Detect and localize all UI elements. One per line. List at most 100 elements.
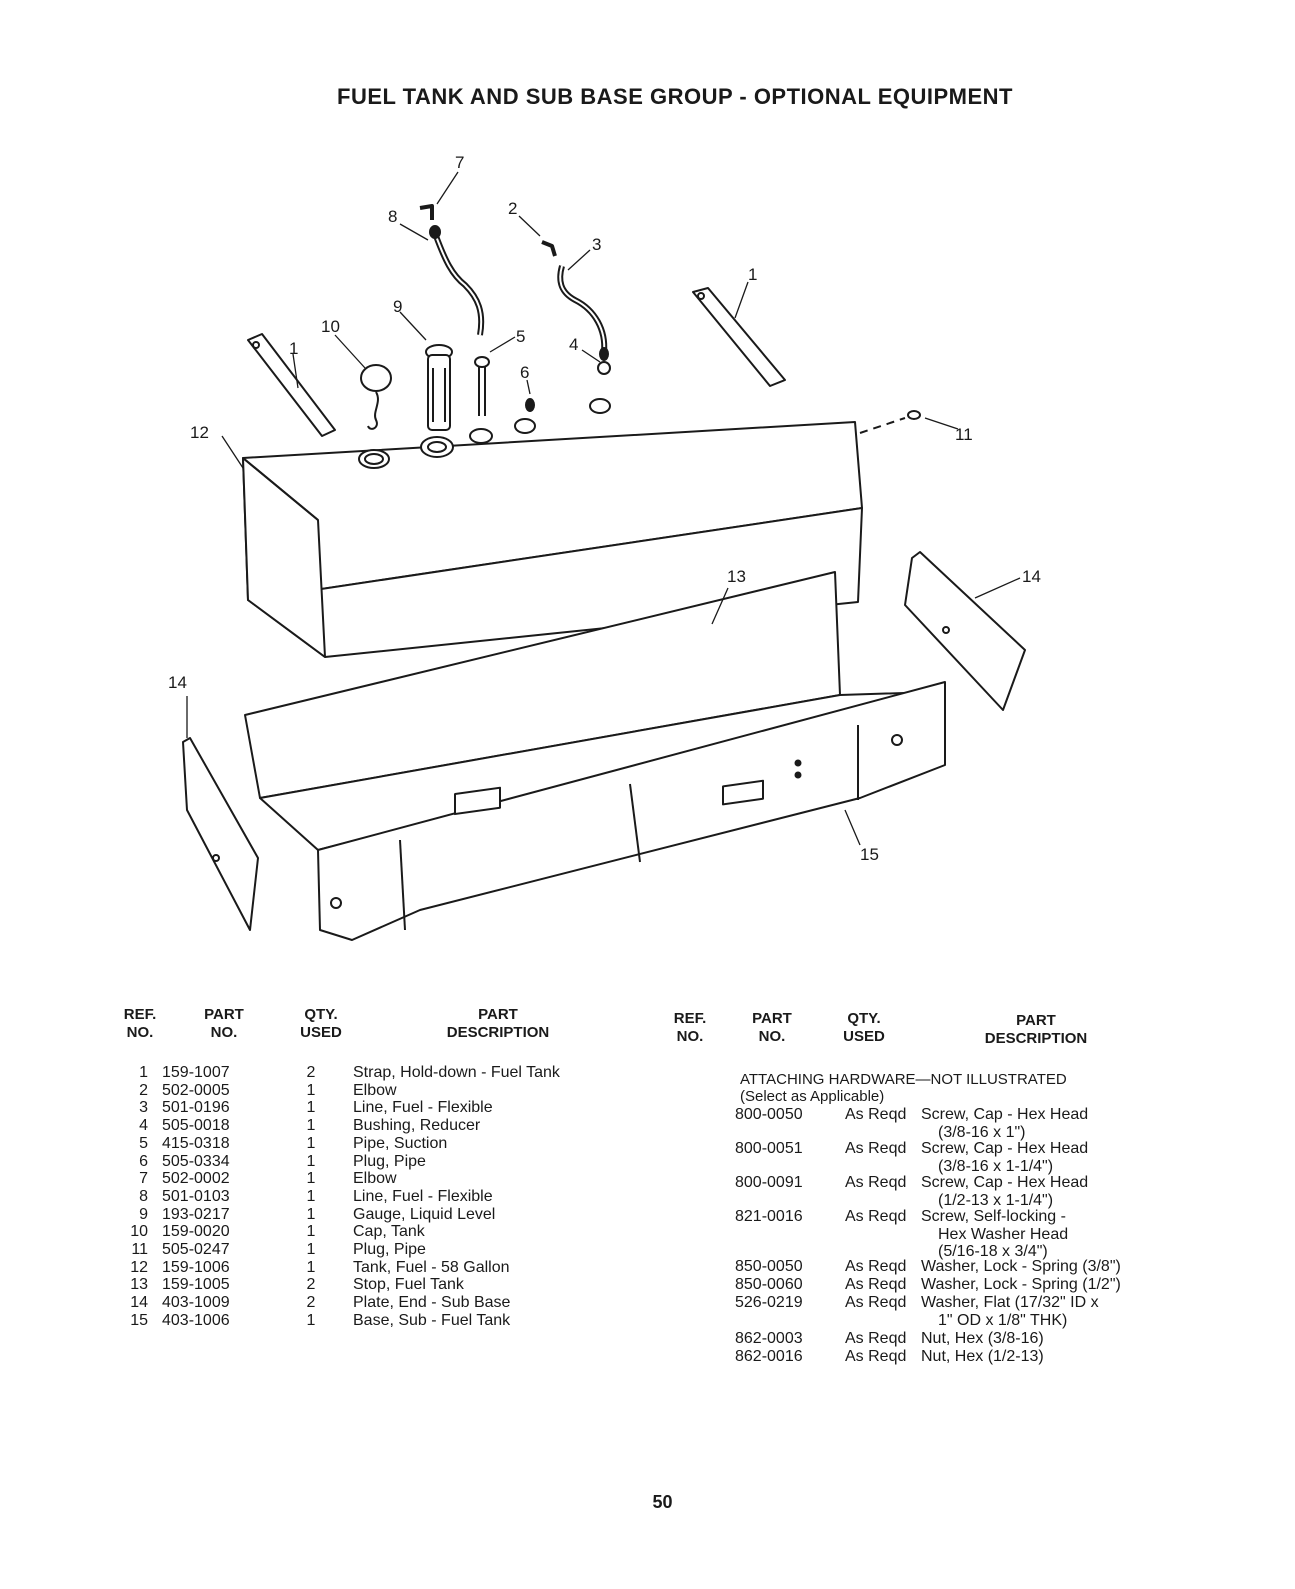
table-row: 850-0060 As Reqd Washer, Lock - Spring (1/…: [0, 1276, 1200, 1294]
right-header-qty: QTY. USED: [843, 1010, 885, 1045]
ref-no: 14: [130, 1294, 148, 1312]
tank-fittings: [358, 398, 611, 469]
qty-used: 1: [306, 1134, 316, 1152]
part-description: Screw, Cap - Hex Head: [921, 1174, 1089, 1191]
ref-no: 3: [139, 1099, 148, 1117]
qty-used: As Reqd: [845, 1276, 907, 1293]
callout-14-right: 14: [1022, 567, 1041, 586]
exploded-parts-diagram: 7 8 2 3 1 9 10 5 4 1 6 12 11 13 14 14 15: [168, 153, 1041, 941]
callout-11: 11: [955, 425, 973, 444]
callout-13: 13: [727, 567, 746, 586]
right-header-desc: PART DESCRIPTION: [984, 1012, 1088, 1047]
callout-6: 6: [520, 363, 529, 382]
callout-9: 9: [393, 297, 402, 316]
ref-no: 6: [139, 1152, 148, 1170]
part-description: Washer, Flat (17/32" ID x: [921, 1294, 1099, 1311]
fuel-line-3: [557, 265, 609, 361]
suction-pipe: [474, 356, 490, 416]
part-no: 502-0002: [162, 1170, 230, 1188]
callout-15: 15: [860, 845, 879, 864]
part-description: Washer, Lock - Spring (1/2"): [921, 1276, 1121, 1293]
part-no: 505-0018: [162, 1117, 230, 1135]
part-description: Bushing, Reducer: [353, 1117, 481, 1135]
part-no: 800-0050: [735, 1106, 803, 1123]
table-row: 4 505-0018 1 Bushing, Reducer: [0, 1117, 620, 1135]
part-description: Nut, Hex (3/8-16): [921, 1330, 1044, 1347]
ref-no: 10: [130, 1223, 148, 1241]
qty-used: 1: [306, 1117, 316, 1135]
left-header-qty: QTY. USED: [300, 1006, 342, 1041]
qty-used: 1: [306, 1241, 316, 1258]
part-no: 505-0247: [162, 1241, 230, 1258]
left-header-ref: REF. NO.: [123, 1006, 157, 1041]
part-no: 159-1006: [162, 1258, 230, 1276]
part-no: 502-0005: [162, 1081, 230, 1099]
attaching-hardware-heading: ATTACHING HARDWARE—NOT ILLUSTRATED (Sele…: [740, 1071, 1067, 1105]
elbow-2: [541, 240, 557, 257]
qty-used: As Reqd: [845, 1174, 907, 1191]
qty-used: 2: [306, 1294, 316, 1312]
part-description-cont: (3/8-16 x 1-1/4"): [938, 1157, 1054, 1175]
part-no: 159-1005: [162, 1276, 230, 1294]
part-description: Screw, Self-locking -: [921, 1208, 1066, 1225]
part-description: Plug, Pipe: [353, 1241, 426, 1258]
part-no: 159-0020: [162, 1223, 230, 1241]
part-no: 526-0219: [735, 1294, 803, 1311]
part-description: Plug, Pipe: [353, 1152, 426, 1170]
ref-no: 13: [130, 1276, 148, 1294]
part-description-cont: (1/2-13 x 1-1/4"): [938, 1191, 1054, 1209]
part-description: Stop, Fuel Tank: [353, 1276, 464, 1294]
qty-used: 1: [306, 1099, 316, 1117]
callout-5: 5: [516, 327, 525, 346]
qty-used: As Reqd: [845, 1106, 907, 1123]
callout-3: 3: [592, 235, 601, 254]
qty-used: 1: [306, 1223, 316, 1241]
ref-no: 7: [139, 1170, 148, 1188]
callout-12: 12: [190, 423, 209, 442]
part-description-cont: (3/8-16 x 1"): [938, 1123, 1026, 1141]
callout-7: 7: [455, 153, 464, 172]
part-description: Gauge, Liquid Level: [353, 1205, 496, 1223]
part-description: Washer, Lock - Spring (3/8"): [921, 1258, 1121, 1275]
part-description: Pipe, Suction: [353, 1134, 448, 1152]
part-no: 403-1006: [162, 1311, 230, 1329]
ref-no: 4: [139, 1117, 148, 1135]
fuel-line-8: [429, 225, 485, 336]
pipe-plug-11: [859, 410, 921, 434]
part-description: Strap, Hold-down - Fuel Tank: [353, 1064, 560, 1081]
qty-used: As Reqd: [845, 1348, 907, 1365]
part-no: 159-1007: [162, 1064, 230, 1081]
ref-no: 8: [139, 1187, 148, 1205]
part-no: 850-0060: [735, 1276, 803, 1293]
ref-no: 15: [130, 1311, 148, 1329]
qty-used: 1: [306, 1170, 316, 1188]
part-no: 862-0003: [735, 1330, 803, 1347]
table-row: 13 159-1005 2 Stop, Fuel Tank: [0, 1276, 620, 1294]
diagram-callouts: 7 8 2 3 1 9 10 5 4 1 6 12 11 13 14 14 15: [168, 153, 1041, 864]
ref-no: 2: [139, 1081, 148, 1099]
callout-10: 10: [321, 317, 340, 336]
leader-lines: [186, 171, 1021, 846]
qty-used: As Reqd: [845, 1294, 907, 1311]
callout-1-left: 1: [289, 339, 298, 358]
callout-2: 2: [508, 199, 517, 218]
liquid-level-gauge: [425, 344, 453, 431]
qty-used: As Reqd: [845, 1140, 907, 1157]
qty-used: 2: [306, 1276, 316, 1294]
callout-14-left: 14: [168, 673, 187, 692]
part-no: 821-0016: [735, 1208, 803, 1225]
part-description: Base, Sub - Fuel Tank: [353, 1311, 511, 1329]
page-title: FUEL TANK AND SUB BASE GROUP - OPTIONAL …: [337, 84, 1013, 109]
